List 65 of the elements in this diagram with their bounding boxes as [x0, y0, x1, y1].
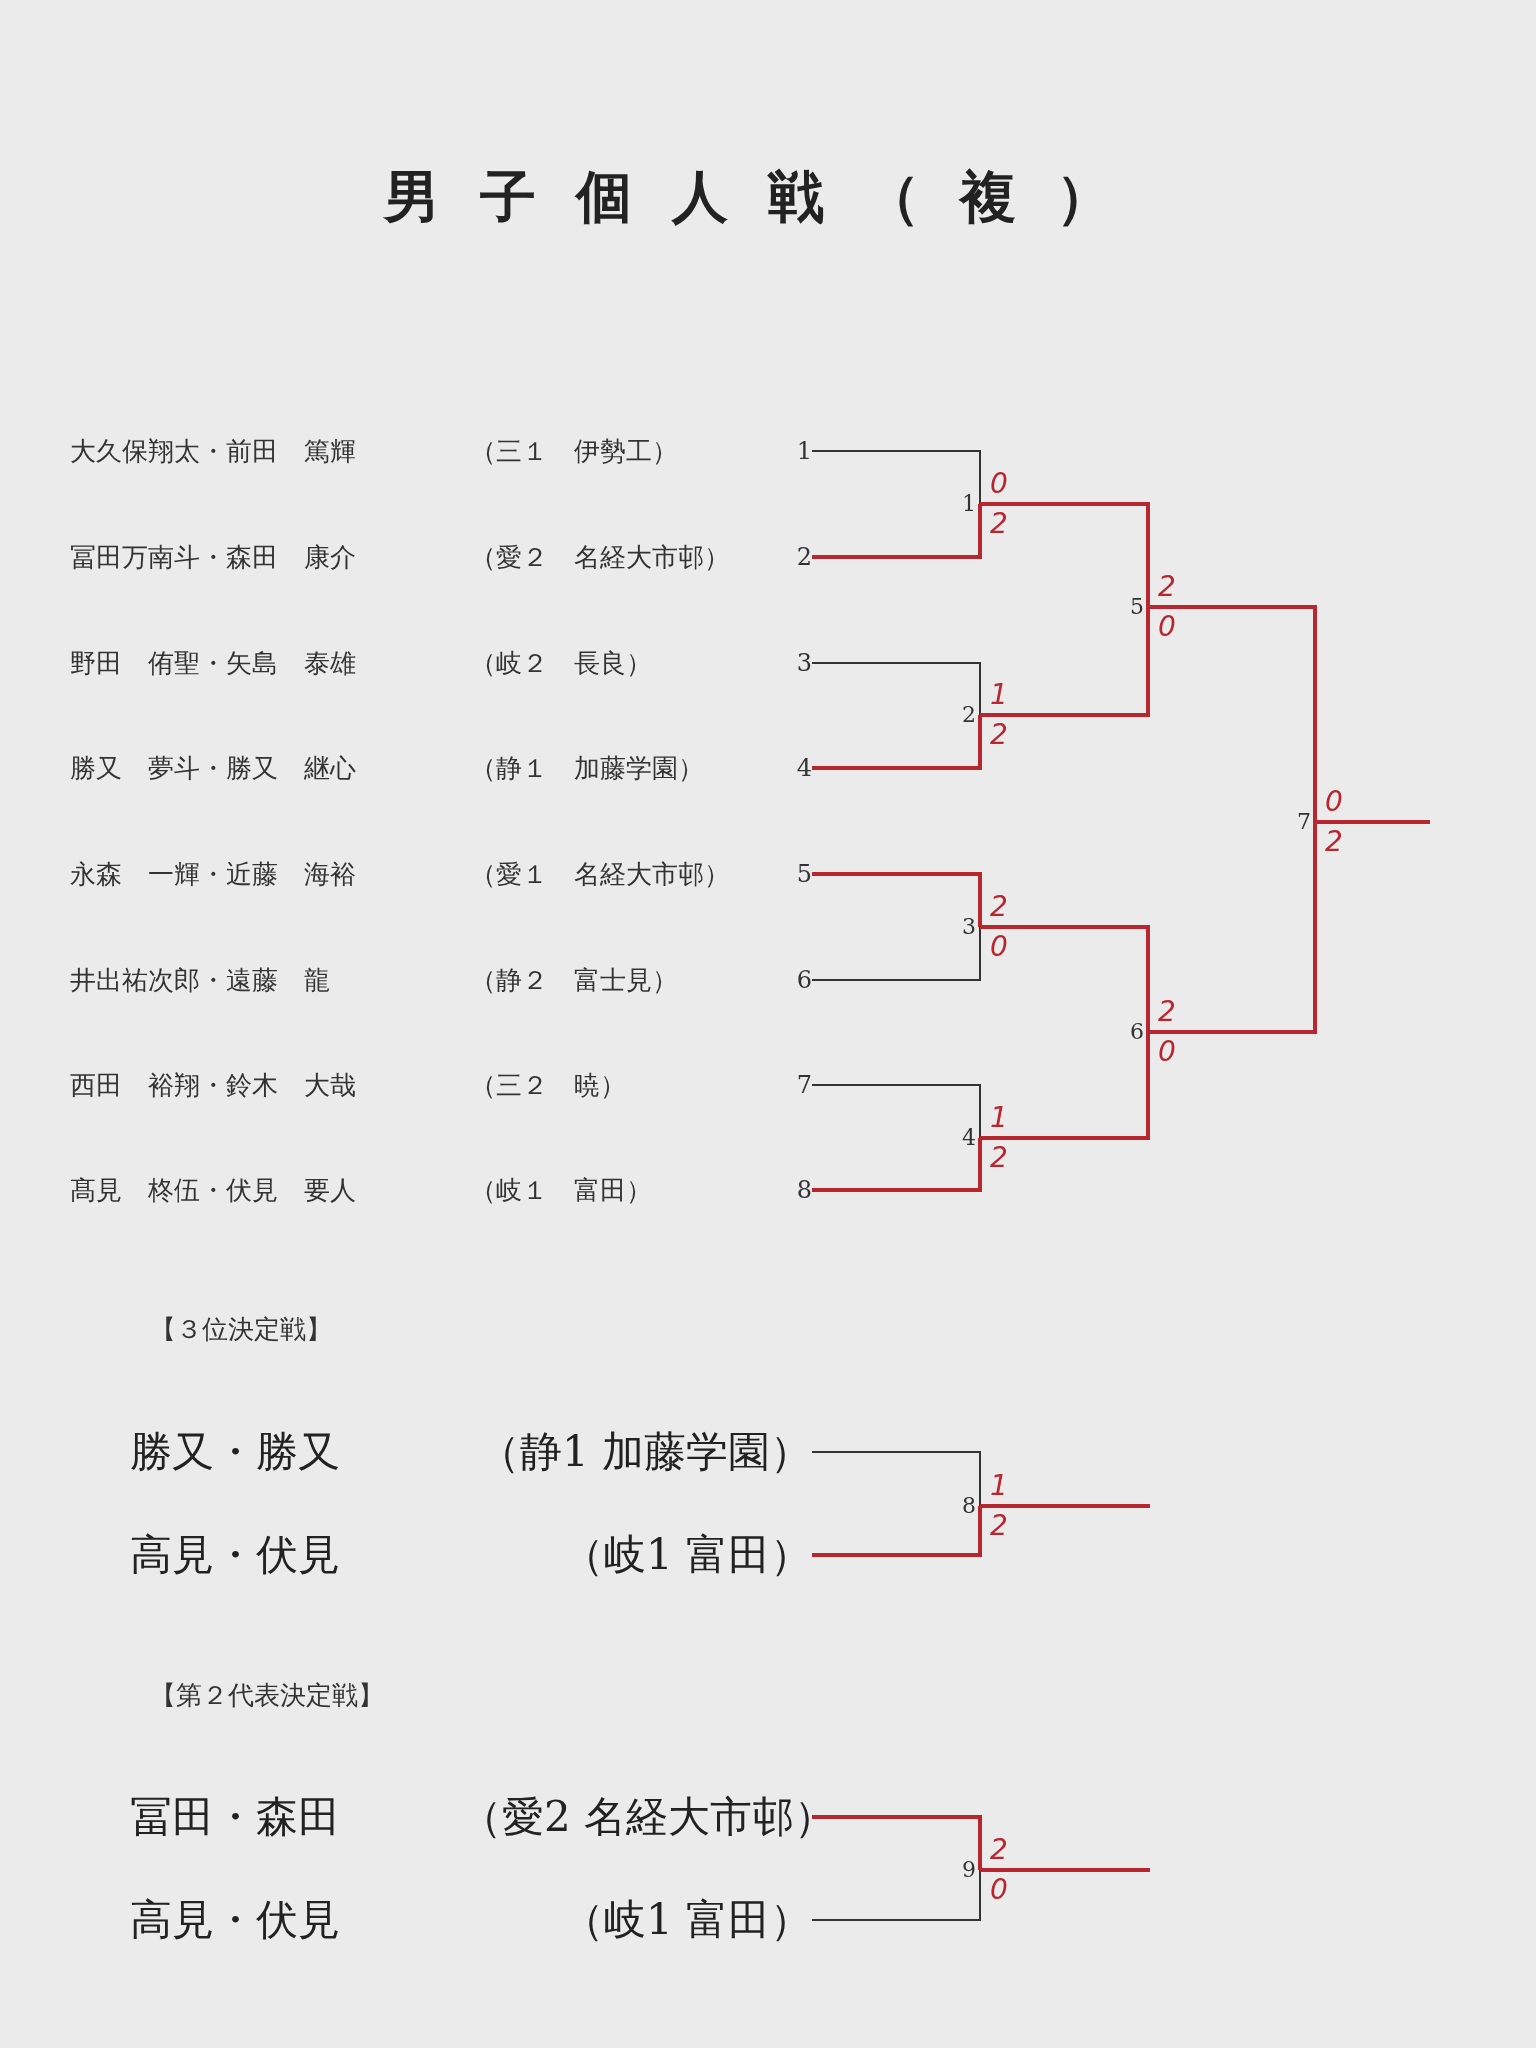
- player-names: 冨田・森田: [130, 1791, 341, 1843]
- player-names: 勝又 夢斗・勝又 継心: [70, 751, 357, 785]
- player-names: 冨田万南斗・森田 康介: [70, 540, 357, 574]
- match-number: 2: [940, 703, 976, 727]
- bracket-line: [1315, 820, 1430, 824]
- match-number: 9: [940, 1858, 976, 1882]
- bracket-line: [812, 715, 982, 770]
- bracket-line: [980, 925, 1150, 1032]
- seed-number: 4: [796, 754, 812, 782]
- bracket-line: [811, 1869, 981, 1921]
- player-names: 髙見 柊伍・伏見 要人: [70, 1173, 357, 1207]
- bracket-line: [812, 1815, 982, 1870]
- school-name: （岐1 富田）: [560, 1894, 812, 1946]
- school-name: （静１ 加藤学園）: [470, 751, 705, 785]
- title: 男子個人戦（複）: [382, 163, 1153, 231]
- school-name: （岐１ 富田）: [470, 1173, 653, 1207]
- bracket-line: [980, 1032, 1150, 1140]
- player-names: 永森 一輝・近藤 海裕: [70, 857, 357, 891]
- player-names: 高見・伏見: [130, 1894, 341, 1946]
- school-name: （愛１ 名経大市邨）: [470, 857, 731, 891]
- bracket-line: [980, 607, 1150, 717]
- bracket-line: [980, 1504, 1150, 1508]
- seed-number: 5: [796, 860, 812, 888]
- bracket-line: [1148, 822, 1317, 1034]
- bracket-line: [812, 872, 982, 927]
- player-names: 勝又・勝又: [130, 1426, 341, 1478]
- seed-number: 6: [796, 966, 812, 994]
- section-heading: 【第２代表決定戦】: [150, 1679, 384, 1712]
- match-number: 7: [1275, 810, 1311, 834]
- bracket-line: [811, 662, 981, 716]
- match-number: 1: [940, 492, 976, 516]
- bracket-line: [980, 1868, 1150, 1872]
- section-heading: 【３位決定戦】: [150, 1313, 332, 1346]
- seed-number: 2: [796, 543, 812, 571]
- bracket-line: [811, 926, 981, 981]
- bracket-line: [811, 1451, 981, 1507]
- seed-number: 3: [796, 649, 812, 677]
- seed-number: 1: [796, 437, 812, 465]
- player-names: 井出祐次郎・遠藤 龍: [70, 963, 331, 997]
- seed-number: 7: [796, 1071, 812, 1099]
- bracket-line: [1148, 605, 1317, 822]
- bracket-line: [811, 450, 981, 505]
- bracket-line: [812, 504, 982, 559]
- school-name: （三１ 伊勢工）: [470, 434, 679, 468]
- bracket-line: [811, 1084, 981, 1139]
- bracket-line: [980, 502, 1150, 607]
- bracket-line: [812, 1506, 982, 1557]
- player-names: 野田 侑聖・矢島 泰雄: [70, 646, 357, 680]
- seed-number: 8: [796, 1176, 812, 1204]
- school-name: （三２ 暁）: [470, 1068, 627, 1102]
- school-name: （岐1 富田）: [560, 1529, 812, 1581]
- match-number: 4: [940, 1126, 976, 1150]
- match-number: 5: [1108, 595, 1144, 619]
- school-name: （静1 加藤学園）: [476, 1426, 812, 1478]
- player-names: 大久保翔太・前田 篤輝: [70, 434, 357, 468]
- player-names: 西田 裕翔・鈴木 大哉: [70, 1068, 357, 1102]
- school-name: （静２ 富士見）: [470, 963, 679, 997]
- match-number: 3: [940, 915, 976, 939]
- player-names: 高見・伏見: [130, 1529, 341, 1581]
- match-number: 6: [1108, 1020, 1144, 1044]
- bracket-line: [812, 1138, 982, 1192]
- school-name: （岐２ 長良）: [470, 646, 653, 680]
- school-name: （愛２ 名経大市邨）: [470, 540, 731, 574]
- match-number: 8: [940, 1494, 976, 1518]
- school-name: （愛2 名経大市邨）: [460, 1791, 812, 1843]
